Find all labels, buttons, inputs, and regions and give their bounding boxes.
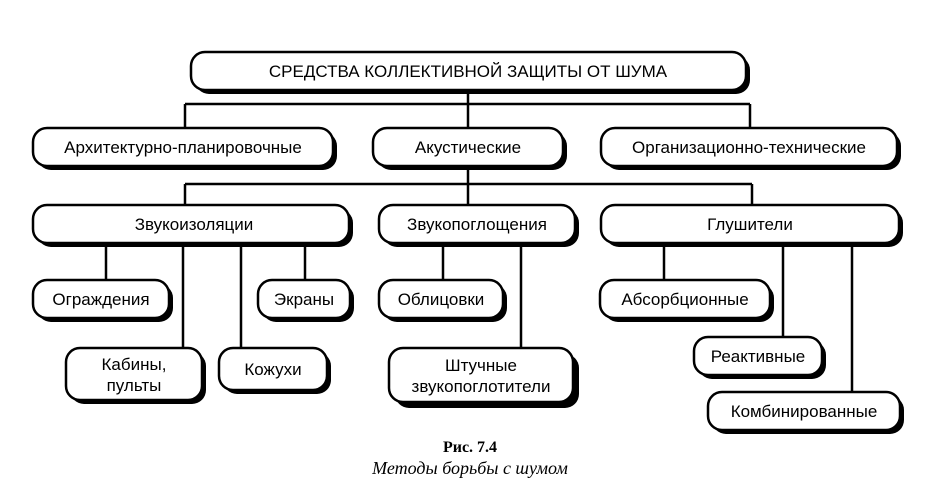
silencers-label: Глушители bbox=[707, 215, 793, 234]
root-label: СРЕДСТВА КОЛЛЕКТИВНОЙ ЗАЩИТЫ ОТ ШУМА bbox=[269, 62, 668, 81]
node-acoustic: Акустические bbox=[371, 126, 567, 170]
combined-silencers-label: Комбинированные bbox=[731, 402, 878, 421]
facings-label: Облицовки bbox=[398, 290, 485, 309]
acoustic-label: Акустические bbox=[415, 138, 521, 157]
node-casings: Кожухи bbox=[217, 346, 331, 394]
node-architectural: Архитектурно-планировочные bbox=[31, 126, 337, 170]
node-sound-insulation: Звукоизоляции bbox=[31, 203, 353, 247]
reactive-silencers-label: Реактивные bbox=[711, 347, 806, 366]
cabins-label-line2: пульты bbox=[107, 376, 162, 395]
caption-title: Методы борьбы с шумом bbox=[371, 458, 568, 478]
node-piece-absorbers: Штучные звукопоглотители bbox=[387, 346, 579, 408]
node-cabins: Кабины, пульты bbox=[64, 346, 206, 404]
architectural-label: Архитектурно-планировочные bbox=[64, 138, 302, 157]
node-silencers: Глушители bbox=[599, 203, 903, 247]
node-barriers: Ограждения bbox=[31, 278, 173, 322]
node-facings: Облицовки bbox=[377, 278, 507, 322]
piece-absorbers-label-line2: звукопоглотители bbox=[412, 377, 551, 396]
cabins-label-line1: Кабины, bbox=[102, 355, 167, 374]
node-screens: Экраны bbox=[256, 278, 354, 322]
node-reactive-silencers: Реактивные bbox=[692, 335, 826, 379]
barriers-label: Ограждения bbox=[52, 290, 149, 309]
node-organizational: Организационно-технические bbox=[599, 126, 901, 170]
node-sound-absorption: Звукопоглощения bbox=[377, 203, 579, 247]
piece-absorbers-label-line1: Штучные bbox=[445, 356, 517, 375]
casings-label: Кожухи bbox=[244, 360, 301, 379]
caption-number: Рис. 7.4 bbox=[443, 439, 497, 456]
absorption-silencers-label: Абсорбционные bbox=[621, 290, 748, 309]
connectors bbox=[104, 90, 854, 392]
sound-insulation-label: Звукоизоляции bbox=[135, 215, 254, 234]
sound-absorption-label: Звукопоглощения bbox=[407, 215, 547, 234]
screens-label: Экраны bbox=[274, 290, 334, 309]
node-combined-silencers: Комбинированные bbox=[706, 390, 904, 434]
root-node: СРЕДСТВА КОЛЛЕКТИВНОЙ ЗАЩИТЫ ОТ ШУМА bbox=[189, 50, 750, 94]
organizational-label: Организационно-технические bbox=[632, 138, 866, 157]
node-absorption-silencers: Абсорбционные bbox=[598, 278, 774, 322]
